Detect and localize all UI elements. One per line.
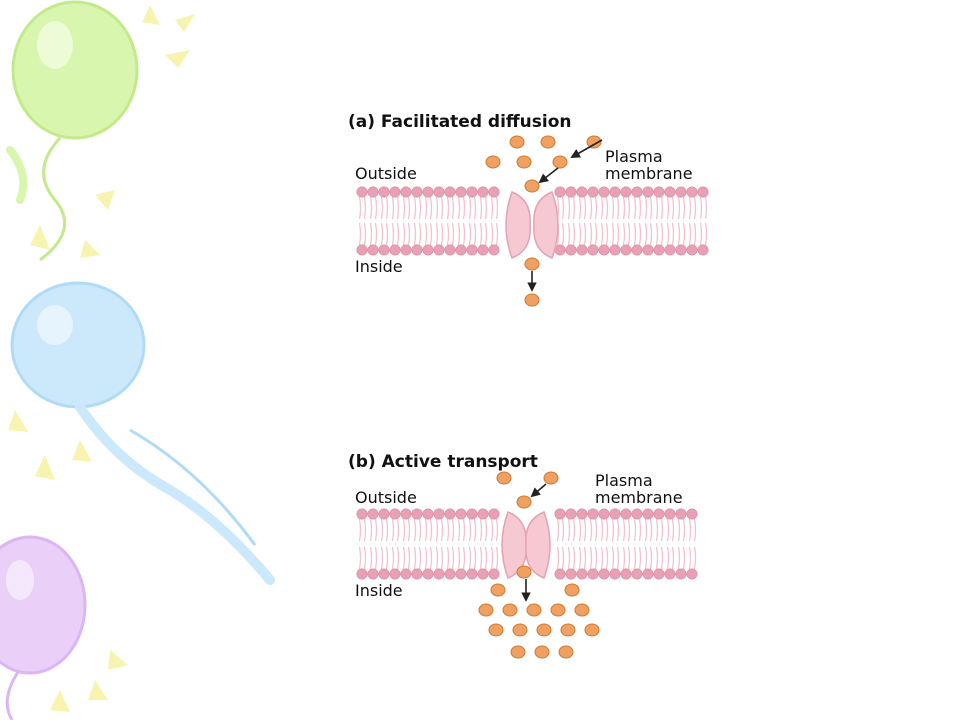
diagram-facilitated-diffusion [356,135,709,307]
molecules [485,135,602,307]
molecule-icon [526,603,542,617]
balloon-green-icon [6,0,139,262]
transport-protein-icon [501,511,551,579]
molecule-icon [488,623,504,637]
molecule-icon [524,179,540,193]
molecule-icon [524,293,540,307]
molecule-icon [536,623,552,637]
panel-title: (a) Facilitated diffusion [348,112,572,132]
outside-label: Outside [355,164,417,183]
molecule-icon [558,645,574,659]
molecule-icon [478,603,494,617]
molecule-icon [516,495,532,509]
molecules [478,471,600,659]
molecule-icon [584,623,600,637]
molecule-icon [543,471,559,485]
panel-active-transport: (b) Active transport Outside Inside Plas… [340,440,740,670]
transport-protein-icon [505,191,559,259]
inside-label: Inside [355,581,403,600]
diagram-active-transport [356,471,698,659]
molecule-icon [516,155,532,169]
molecule-icon [509,135,525,149]
molecule-icon [586,135,602,149]
inside-label: Inside [355,257,403,276]
molecule-icon [510,645,526,659]
panel-facilitated-diffusion: (a) Facilitated diffusion Outside Inside… [340,100,740,320]
membrane-bilayer [356,508,698,580]
molecule-icon [502,603,518,617]
molecule-icon [550,603,566,617]
molecule-icon [564,583,580,597]
arrow-icon [521,483,547,602]
molecule-icon [512,623,528,637]
molecule-icon [574,603,590,617]
molecule-icon [496,471,512,485]
membrane-bilayer [356,186,709,256]
molecule-icon [534,645,550,659]
arrow-icon [527,139,603,292]
molecule-icon [524,257,540,271]
sun-rays [8,5,195,712]
plasma-membrane-label: Plasma membrane [605,147,693,183]
balloon-purple-icon [0,535,87,720]
plasma-membrane-label: Plasma membrane [595,471,683,507]
molecule-icon [516,565,532,579]
molecule-icon [560,623,576,637]
molecule-icon [485,155,501,169]
outside-label: Outside [355,488,417,507]
panel-title: (b) Active transport [348,452,538,472]
molecule-icon [552,155,568,169]
molecule-icon [540,135,556,149]
molecule-icon [490,583,506,597]
balloon-blue-icon [10,281,275,585]
